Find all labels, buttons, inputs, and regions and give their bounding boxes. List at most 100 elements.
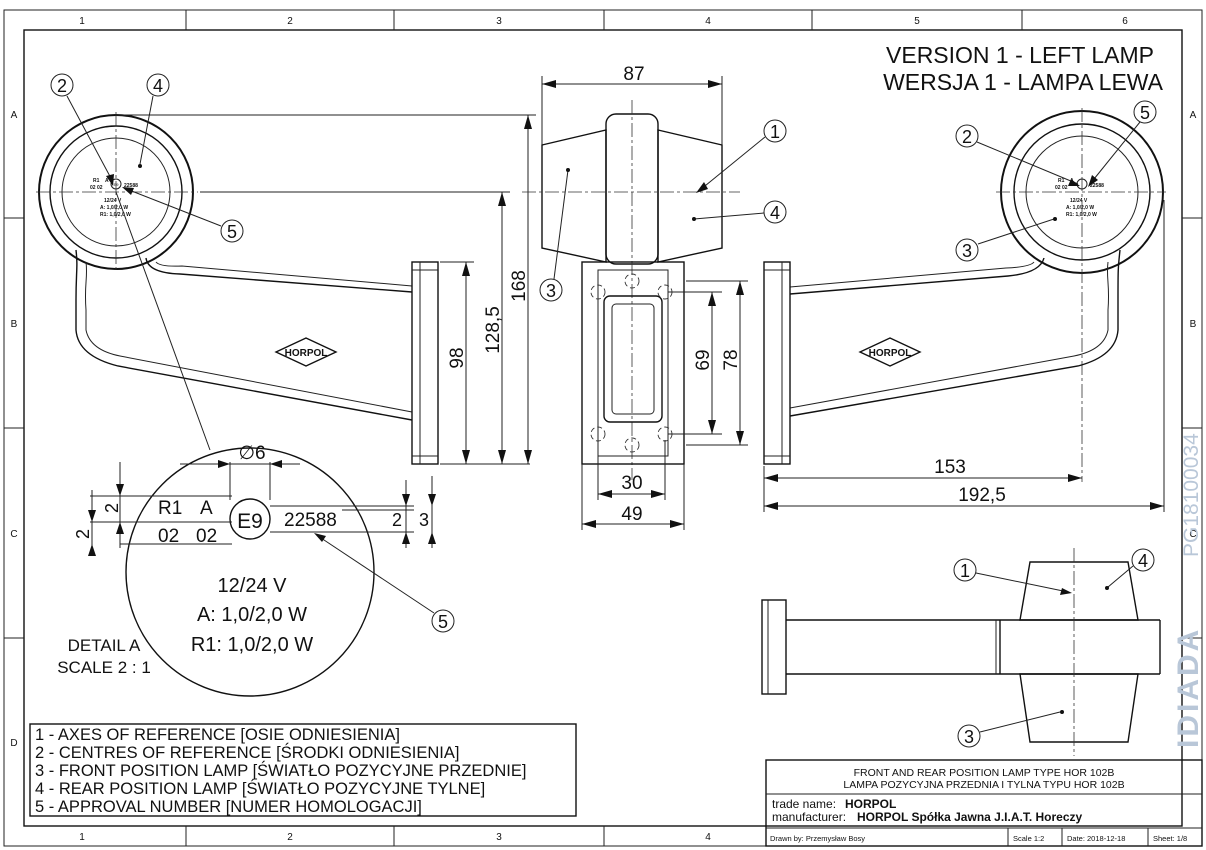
left-view-dimensions: 98 128,5 168 bbox=[116, 114, 536, 465]
right-lamp-marking: R1 A 02 02 22588 12/24 V A: 1,0/2,0 W R1… bbox=[1055, 178, 1104, 218]
left-view-callouts: 2 4 5 bbox=[50, 73, 244, 243]
callout-3: 3 bbox=[964, 727, 974, 747]
column-label: 3 bbox=[496, 832, 502, 843]
date: Date: 2018-12-18 bbox=[1067, 834, 1125, 843]
trade-name-label: trade name: bbox=[772, 797, 836, 811]
marking-power-a: A: 1,0/2,0 W bbox=[100, 205, 128, 211]
marking-power-r1: R1: 1,0/2,0 W bbox=[1066, 212, 1097, 218]
title-pl: LAMPA POZYCYJNA PRZEDNIA I TYLNA TYPU HO… bbox=[843, 779, 1124, 791]
detail-leader bbox=[115, 191, 211, 451]
detail-a: A bbox=[200, 498, 213, 519]
dim-detail-3: 3 bbox=[419, 510, 429, 530]
callout-5: 5 bbox=[227, 222, 237, 242]
front-view-dimensions: 87 69 78 30 49 bbox=[541, 64, 748, 530]
dim-diameter-6: ∅6 bbox=[238, 443, 265, 464]
detail-scale: SCALE 2 : 1 bbox=[57, 658, 151, 677]
detail-e-mark: E9 bbox=[237, 510, 263, 533]
detail-title: DETAIL A bbox=[68, 636, 141, 655]
detail-power-r1: R1: 1,0/2,0 W bbox=[191, 634, 313, 656]
callout-1: 1 bbox=[770, 122, 780, 142]
title-block: FRONT AND REAR POSITION LAMP TYPE HOR 10… bbox=[765, 759, 1203, 847]
manufacturer-label: manufacturer: bbox=[772, 810, 846, 824]
trade-name: HORPOL bbox=[845, 797, 896, 811]
dim-168: 168 bbox=[509, 270, 530, 302]
callout-5: 5 bbox=[1140, 103, 1150, 123]
callout-4: 4 bbox=[153, 76, 163, 96]
scale: Scale 1:2 bbox=[1013, 834, 1044, 843]
heading-line-en: VERSION 1 - LEFT LAMP bbox=[886, 42, 1154, 68]
marking-a: A bbox=[105, 178, 109, 184]
frame-row-labels: A B C D A B C bbox=[10, 110, 1196, 749]
title-en: FRONT AND REAR POSITION LAMP TYPE HOR 10… bbox=[854, 767, 1115, 779]
horpol-logo-right: HORPOL bbox=[858, 337, 922, 367]
dim-192-5: 192,5 bbox=[958, 485, 1006, 506]
column-label: 5 bbox=[914, 16, 920, 27]
top-view-lamp bbox=[761, 548, 1161, 756]
marking-voltage: 12/24 V bbox=[1070, 198, 1088, 204]
idiada-watermark: IDIADA PG18100034 bbox=[1172, 433, 1205, 748]
callout-2: 2 bbox=[962, 127, 972, 147]
row-label: A bbox=[11, 110, 18, 121]
drawing-frame bbox=[3, 9, 1203, 847]
detail-a-caption: DETAIL A SCALE 2 : 1 bbox=[57, 636, 151, 677]
dim-98: 98 bbox=[447, 347, 468, 368]
svg-text:E9: E9 bbox=[114, 182, 120, 187]
front-view-lamp bbox=[522, 100, 740, 480]
marking-r1: R1 bbox=[93, 178, 100, 184]
dim-87: 87 bbox=[623, 64, 644, 85]
callout-2: 2 bbox=[57, 76, 67, 96]
dim-128-5: 128,5 bbox=[483, 306, 504, 354]
column-label: 1 bbox=[79, 16, 85, 27]
dim-49: 49 bbox=[621, 504, 642, 525]
legend-item: 2 - CENTRES OF REFERENCE [ŚRODKI ODNIESI… bbox=[35, 743, 459, 762]
callout-4: 4 bbox=[1138, 551, 1148, 571]
dim-detail-2: 2 bbox=[102, 503, 122, 513]
marking-power-r1: R1: 1,0/2,0 W bbox=[100, 212, 131, 218]
drawn-by: Drawn by: Przemysław Bosy bbox=[770, 834, 865, 843]
logo-text: HORPOL bbox=[869, 348, 912, 359]
detail-row2-right: 02 bbox=[196, 526, 217, 547]
detail-voltage: 12/24 V bbox=[218, 575, 288, 597]
callout-5: 5 bbox=[438, 612, 448, 632]
detail-approval-number: 22588 bbox=[284, 510, 337, 531]
dim-69: 69 bbox=[693, 349, 714, 370]
marking-approval: 22588 bbox=[124, 183, 138, 189]
dim-153: 153 bbox=[934, 457, 966, 478]
dim-detail-2: 2 bbox=[392, 510, 402, 530]
dim-detail-2: 2 bbox=[73, 529, 93, 539]
callout-4: 4 bbox=[770, 203, 780, 223]
detail-row2-left: 02 bbox=[158, 526, 179, 547]
watermark-brand: IDIADA bbox=[1172, 627, 1205, 748]
right-view-callouts: 2 5 3 bbox=[955, 100, 1157, 262]
marking-power-a: A: 1,0/2,0 W bbox=[1066, 205, 1094, 211]
logo-text: HORPOL bbox=[285, 348, 328, 359]
column-label: 4 bbox=[705, 16, 711, 27]
legend-item: 4 - REAR POSITION LAMP [ŚWIATŁO POZYCYJN… bbox=[35, 779, 485, 798]
sheet-number: Sheet: 1/8 bbox=[1153, 834, 1187, 843]
marking-voltage: 12/24 V bbox=[104, 198, 122, 204]
legend-item: 3 - FRONT POSITION LAMP [ŚWIATŁO POZYCYJ… bbox=[35, 761, 526, 780]
marking-row2: 02 02 bbox=[90, 185, 103, 191]
detail-power-a: A: 1,0/2,0 W bbox=[197, 604, 307, 626]
row-label: B bbox=[1190, 319, 1197, 330]
detail-r1: R1 bbox=[158, 498, 182, 519]
manufacturer: HORPOL Spółka Jawna J.I.A.T. Horeczy bbox=[857, 810, 1083, 824]
callout-1: 1 bbox=[960, 561, 970, 581]
top-view-callouts: 1 4 3 bbox=[953, 548, 1155, 748]
marking-r1: R1 bbox=[1058, 178, 1065, 184]
row-label: C bbox=[10, 529, 17, 540]
row-label: C bbox=[1189, 529, 1196, 540]
column-label: 2 bbox=[287, 832, 293, 843]
column-label: 6 bbox=[1122, 16, 1128, 27]
heading-line-pl: WERSJA 1 - LAMPA LEWA bbox=[883, 69, 1164, 95]
column-label: 3 bbox=[496, 16, 502, 27]
legend-item: 5 - APPROVAL NUMBER [NUMER HOMOLOGACJI] bbox=[35, 798, 422, 816]
callout-3: 3 bbox=[546, 281, 556, 301]
detail-a-view: E9 ∅6 2 3 2 2 R1 A 02 02 22588 12/24 V A… bbox=[73, 443, 455, 697]
callout-3: 3 bbox=[962, 241, 972, 261]
frame-column-labels-top: 1 2 3 4 5 6 bbox=[79, 16, 1128, 27]
column-label: 4 bbox=[705, 832, 711, 843]
marking-approval: 22588 bbox=[1090, 183, 1104, 189]
right-view-lamp bbox=[763, 108, 1166, 482]
